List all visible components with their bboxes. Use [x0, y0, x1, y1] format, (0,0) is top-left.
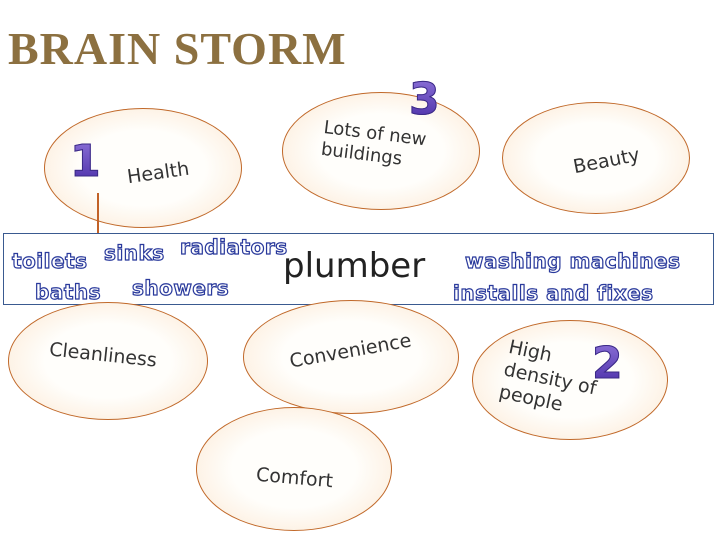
idea-buildings-label: Lots of new buildings: [319, 117, 428, 170]
word-radiators: radiators: [179, 234, 288, 259]
idea-density: High density of people: [472, 320, 668, 440]
idea-convenience-label: Convenience: [288, 329, 414, 373]
idea-cleanliness: Cleanliness: [8, 302, 208, 420]
idea-cleanliness-label: Cleanliness: [48, 338, 158, 372]
idea-comfort-label: Comfort: [254, 463, 334, 492]
idea-health: Health: [44, 108, 242, 228]
page-title: BRAIN STORM: [8, 23, 347, 74]
word-showers: showers: [131, 275, 230, 300]
number-one: 1: [70, 136, 102, 187]
word-baths: baths: [34, 279, 102, 304]
idea-beauty-label: Beauty: [571, 143, 642, 178]
word-installs-and-fixes: installs and fixes: [452, 280, 654, 305]
word-sinks: sinks: [103, 240, 165, 265]
idea-convenience: Convenience: [243, 300, 459, 414]
center-word: plumber: [283, 246, 426, 286]
idea-comfort: Comfort: [196, 407, 392, 531]
plumber-band: [3, 233, 714, 305]
idea-beauty: Beauty: [502, 102, 690, 214]
idea-health-label: Health: [125, 157, 191, 188]
word-washing-machines: washing machines: [464, 248, 681, 273]
idea-buildings: Lots of new buildings: [282, 92, 480, 210]
number-three: 3: [409, 74, 441, 125]
word-toilets: toilets: [11, 248, 88, 273]
number-two: 2: [592, 338, 624, 389]
